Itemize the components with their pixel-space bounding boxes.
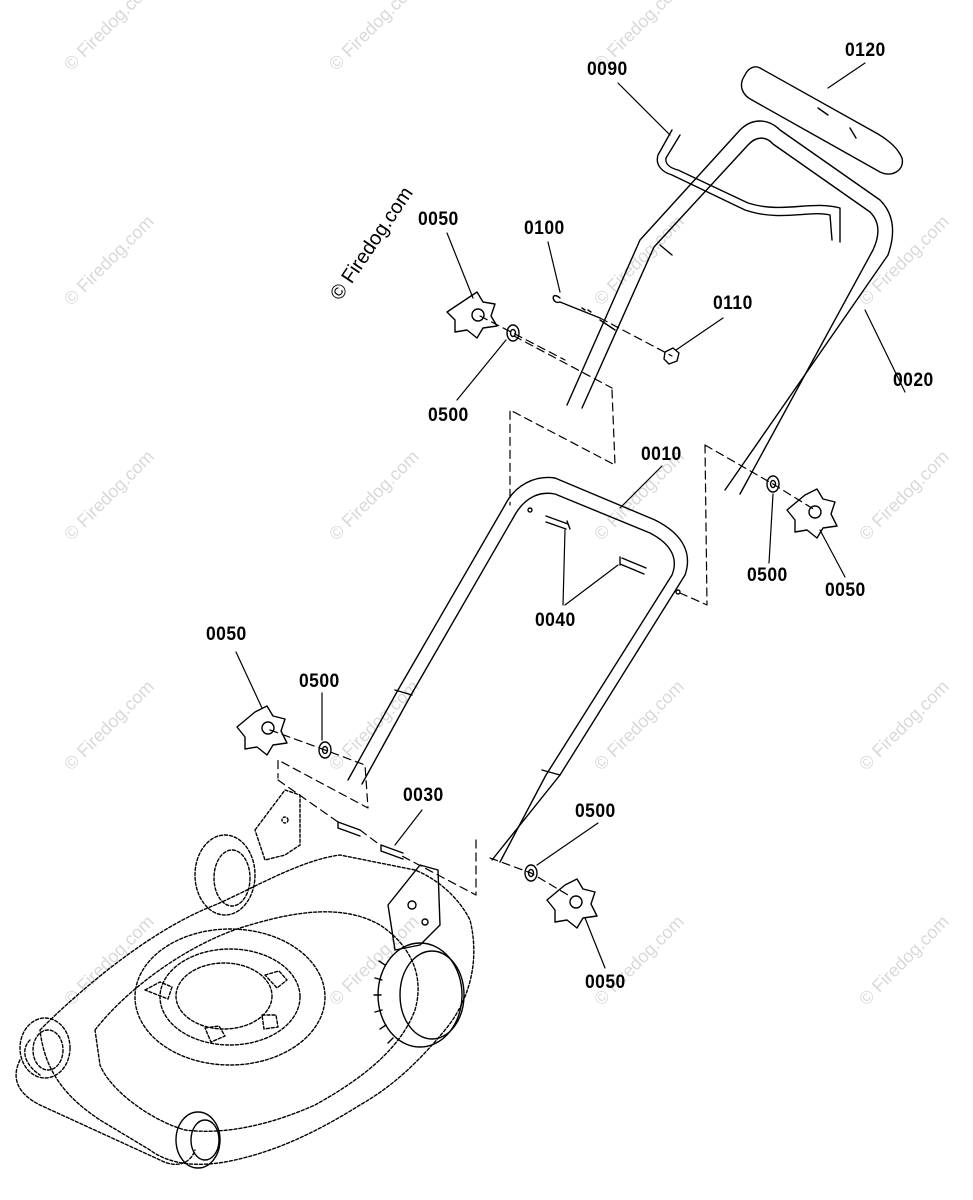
callout-0050-bottom: 0050 xyxy=(585,972,626,993)
callout-0010: 0010 xyxy=(641,444,682,465)
callout-0120: 0120 xyxy=(845,40,886,61)
callout-0090: 0090 xyxy=(587,59,628,80)
control-bail xyxy=(656,129,841,243)
knob-right xyxy=(786,488,838,539)
callout-0050-right: 0050 xyxy=(825,580,866,601)
callout-0500-top: 0500 xyxy=(428,405,469,426)
washer-bottom xyxy=(524,864,538,882)
rear-left-wheel xyxy=(19,1017,71,1079)
bolt-0030-a xyxy=(337,821,361,837)
knob-top xyxy=(446,291,498,339)
lower-handle xyxy=(347,476,689,863)
washer-left xyxy=(318,741,332,759)
callout-0020: 0020 xyxy=(893,370,934,391)
callout-0050-left: 0050 xyxy=(206,624,247,645)
cable-tie xyxy=(552,294,601,319)
knob-left xyxy=(236,705,288,756)
handle-grip xyxy=(740,66,904,175)
bolt-0040-a xyxy=(545,515,571,530)
callout-0500-bottom: 0500 xyxy=(575,801,616,822)
callout-0030: 0030 xyxy=(403,785,444,806)
leader-lines xyxy=(235,62,906,969)
callout-0050-top: 0050 xyxy=(418,209,459,230)
callout-0110: 0110 xyxy=(713,293,753,314)
rear-right-wheel xyxy=(175,1111,221,1169)
knob-bottom xyxy=(546,878,598,929)
nut-0110 xyxy=(663,347,680,365)
washer-right xyxy=(766,475,780,493)
mower-deck xyxy=(15,789,475,1169)
upper-handle xyxy=(566,120,894,495)
callout-0040: 0040 xyxy=(535,610,576,631)
bolt-0030-b xyxy=(380,844,404,860)
bolt-0040-b xyxy=(619,556,647,575)
callout-0100: 0100 xyxy=(524,218,565,239)
callout-0500-left: 0500 xyxy=(299,671,340,692)
front-right-wheel xyxy=(373,942,465,1048)
front-left-wheel xyxy=(194,834,256,916)
assembly-lines xyxy=(269,315,816,896)
callout-0500-right: 0500 xyxy=(747,565,788,586)
handle-bracket-left xyxy=(254,789,301,861)
washer-top xyxy=(506,324,520,342)
